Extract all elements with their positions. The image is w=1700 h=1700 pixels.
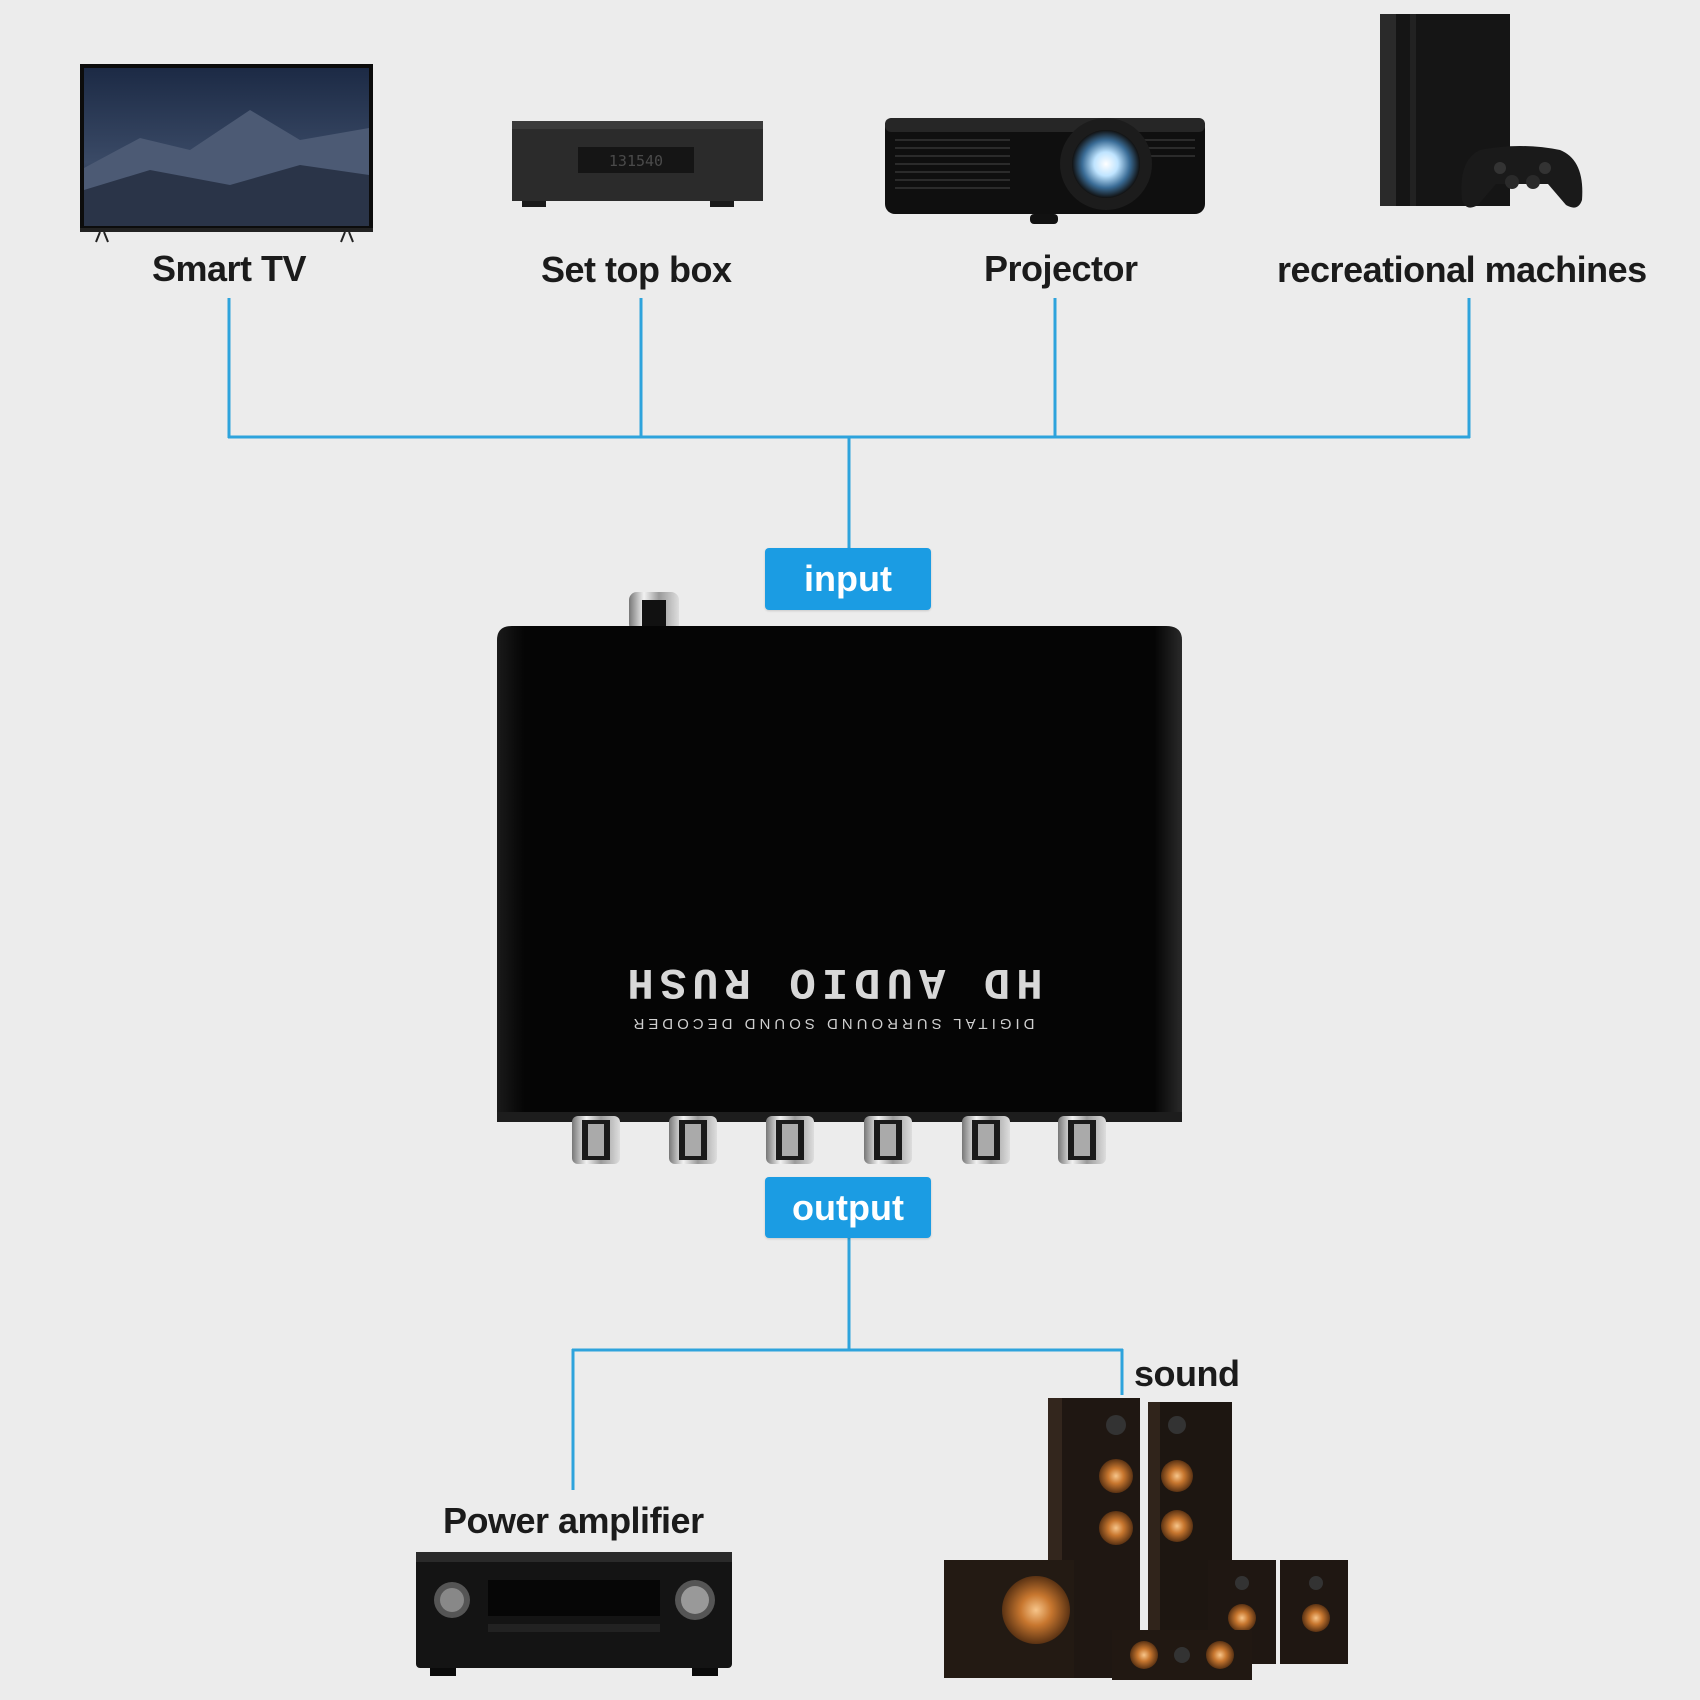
source-label-smart-tv: Smart TV xyxy=(152,248,307,289)
output-label-sound: sound xyxy=(1134,1353,1240,1394)
source-label-recreational-machines: recreational machines xyxy=(1277,249,1647,290)
input-tag: input xyxy=(765,548,931,610)
output-tag: output xyxy=(765,1177,931,1238)
source-label-set-top-box: Set top box xyxy=(541,249,732,290)
output-label-power-amplifier: Power amplifier xyxy=(443,1500,704,1541)
source-label-projector: Projector xyxy=(984,248,1138,289)
